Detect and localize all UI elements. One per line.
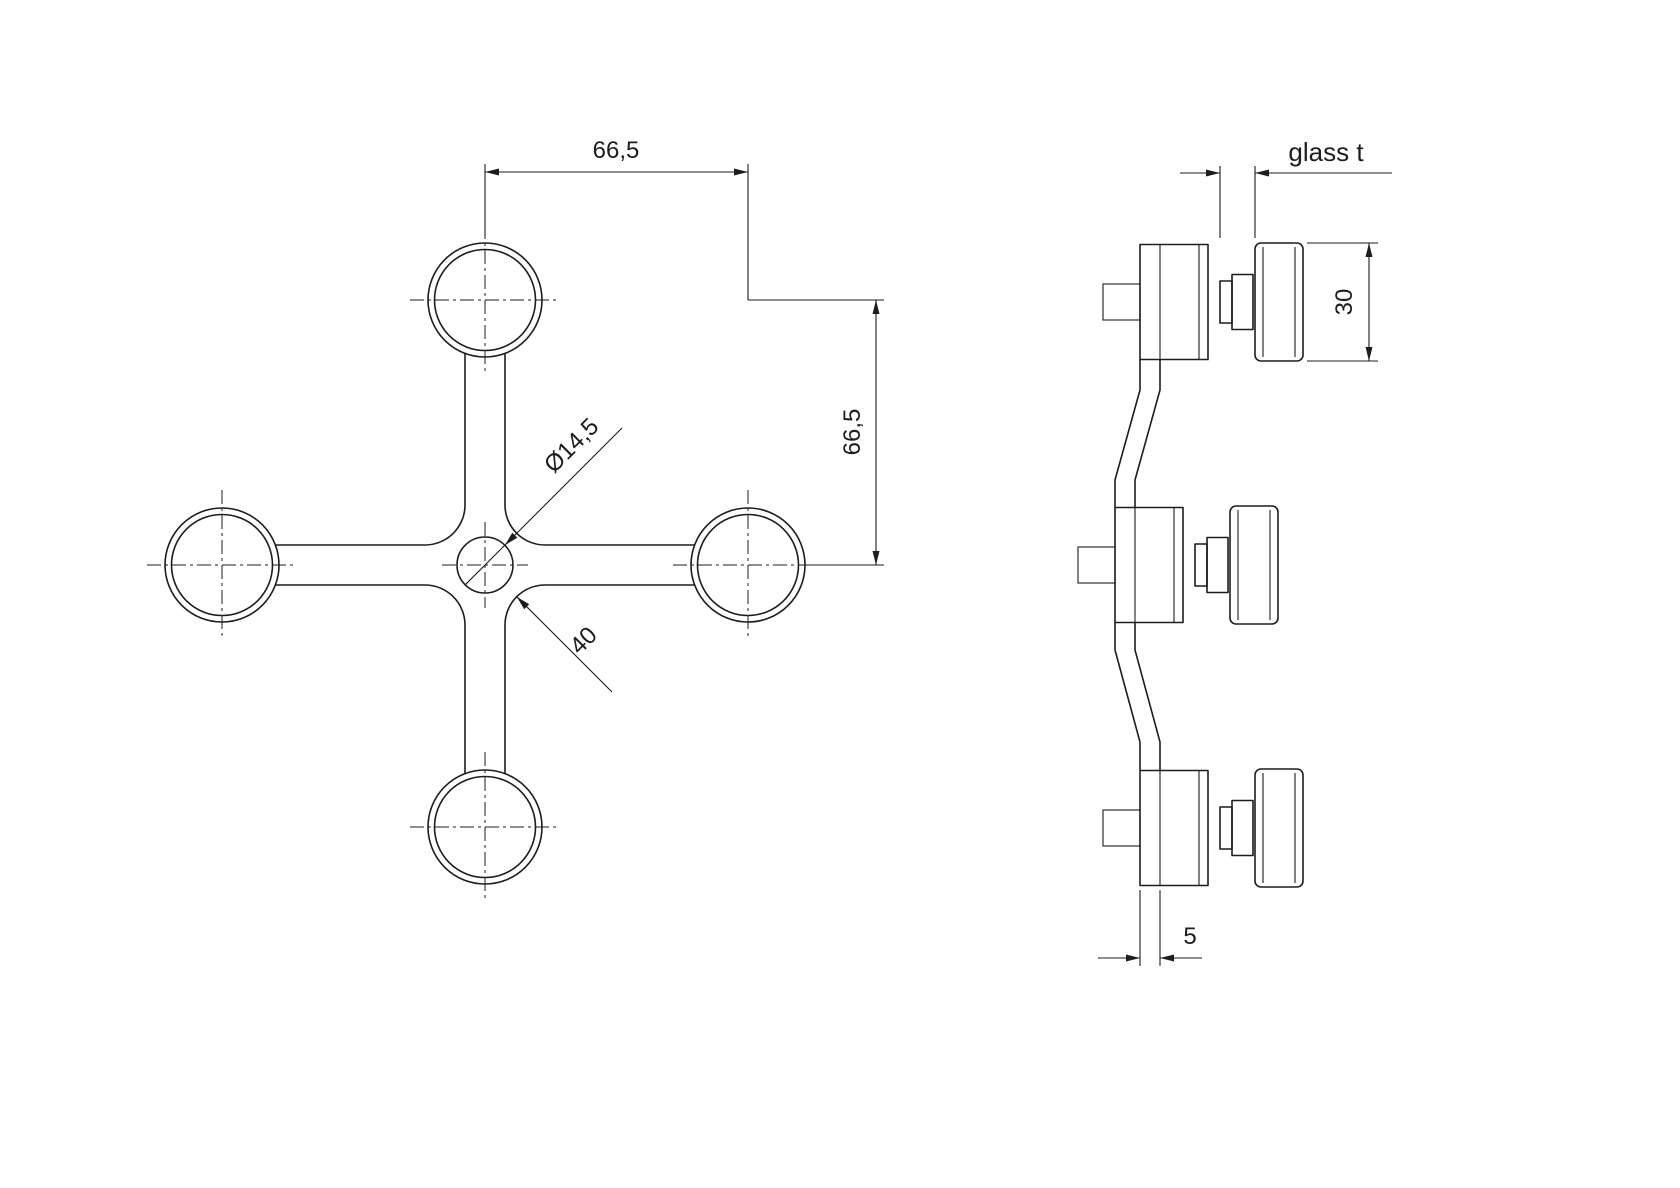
- dim-width-label: 66,5: [593, 137, 640, 164]
- body-block: [1114, 506, 1184, 624]
- dim-arm: 40: [516, 596, 613, 693]
- dim-width: 66,5: [484, 137, 749, 300]
- clamp-disc: [1254, 242, 1304, 362]
- dim-head: 30: [1307, 242, 1378, 362]
- spider-arms: [275, 353, 695, 774]
- dim-head-label: 30: [1331, 289, 1358, 316]
- dim-height-label: 66,5: [839, 409, 866, 456]
- threaded-stud: [1102, 283, 1141, 321]
- body-block: [1139, 769, 1209, 887]
- dim-arm-label: 40: [565, 622, 603, 660]
- dim-hole-label: Ø14,5: [539, 413, 604, 478]
- front-view-spider: [147, 225, 823, 902]
- threaded-stud: [1077, 546, 1116, 584]
- dim-plate: 5: [1098, 890, 1202, 966]
- spacer-ring: [1219, 806, 1233, 850]
- side-view-spider: [1077, 242, 1304, 888]
- threaded-stud: [1102, 809, 1141, 847]
- clamp-disc: [1254, 768, 1304, 888]
- side-assembly-bottom: [1102, 768, 1304, 888]
- body-block: [1139, 243, 1209, 361]
- connecting-plate: [1114, 359, 1161, 771]
- dim-glass: glass t: [1180, 137, 1392, 238]
- side-view-dimensions: glass t 30 5: [1098, 137, 1392, 966]
- side-assembly-middle: [1077, 505, 1279, 625]
- spacer-disc: [1231, 799, 1254, 857]
- front-view-dimensions: 66,5 66,5 Ø14,5 40: [464, 137, 884, 693]
- clamp-disc: [1229, 505, 1279, 625]
- side-assembly-top: [1102, 242, 1304, 362]
- dim-height: 66,5: [748, 299, 884, 566]
- dim-hole: Ø14,5: [464, 413, 623, 586]
- dim-plate-label: 5: [1183, 923, 1196, 950]
- centerlines-front: [147, 225, 823, 902]
- spacer-disc: [1231, 273, 1254, 331]
- spacer-ring: [1219, 280, 1233, 324]
- spacer-disc: [1206, 536, 1229, 594]
- dim-glass-label: glass t: [1288, 137, 1364, 167]
- spacer-ring: [1194, 543, 1208, 587]
